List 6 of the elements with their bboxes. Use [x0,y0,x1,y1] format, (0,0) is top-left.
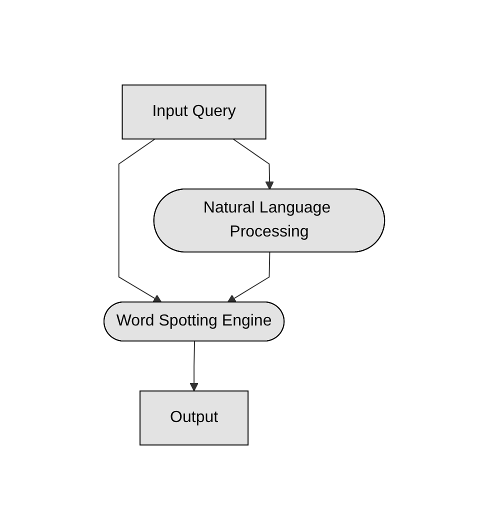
arrow [227,252,270,302]
arrow [232,138,274,190]
node-box: Output [140,390,249,445]
arrow [118,138,162,302]
arrow [190,340,199,391]
node-box: Input Query [122,84,267,139]
